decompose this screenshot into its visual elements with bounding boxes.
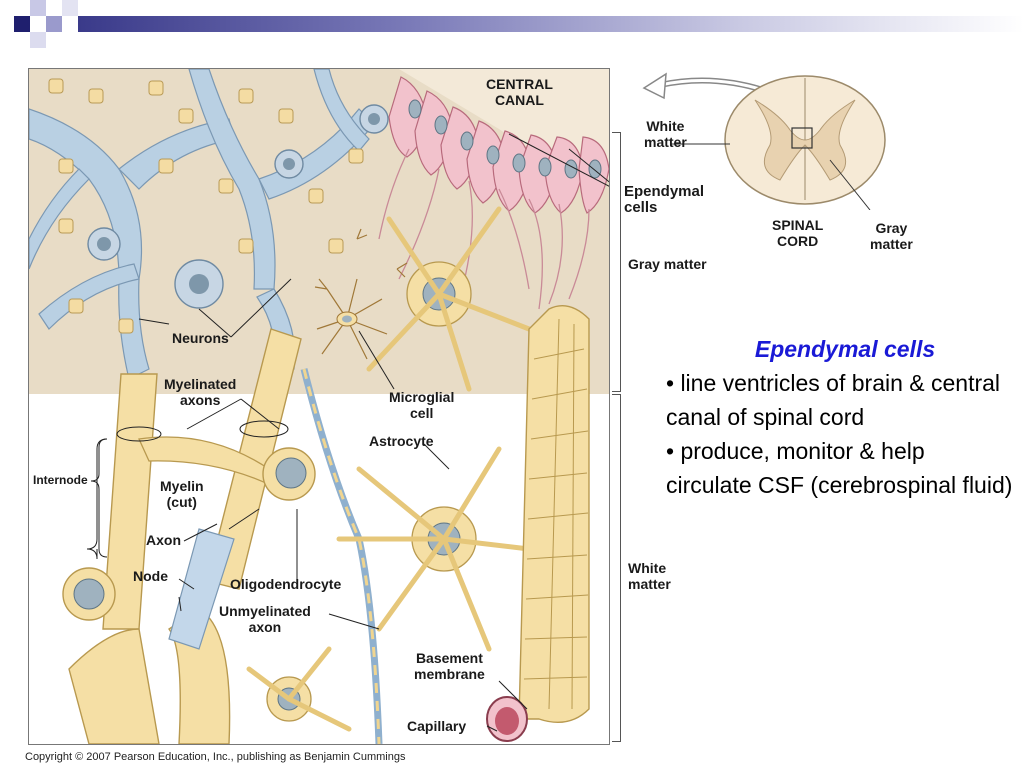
text-bullet: • produce, monitor & help circulate CSF … bbox=[666, 438, 1013, 498]
gray-matter-bracket bbox=[612, 132, 621, 392]
label-myelin-cut: Myelin(cut) bbox=[160, 478, 204, 510]
white-matter-bracket bbox=[612, 394, 621, 742]
header-square-dark bbox=[14, 16, 30, 32]
label-internode: Internode bbox=[33, 473, 88, 487]
neuroglia-illustration bbox=[28, 68, 610, 745]
label-axon: Axon bbox=[146, 532, 181, 548]
header-square-pale bbox=[30, 32, 46, 48]
label-astrocyte: Astrocyte bbox=[369, 433, 434, 449]
header-square-pale2 bbox=[62, 0, 78, 16]
label-oligodendrocyte: Oligodendrocyte bbox=[230, 576, 342, 592]
header-square-light bbox=[30, 0, 46, 16]
ependymal-text-panel: Ependymal cells • line ventricles of bra… bbox=[666, 332, 1016, 502]
label-node: Node bbox=[133, 568, 168, 584]
copyright-notice: Copyright © 2007 Pearson Education, Inc.… bbox=[25, 751, 406, 763]
label-gray-matter-side: Gray matter bbox=[628, 256, 707, 272]
label-capillary: Capillary bbox=[407, 718, 467, 734]
text-heading: Ependymal cells bbox=[754, 336, 936, 362]
spinal-cord-inset bbox=[642, 72, 886, 210]
header-bar bbox=[78, 16, 1024, 32]
text-bullet: • line ventricles of brain & central can… bbox=[666, 370, 1001, 430]
label-neurons: Neurons bbox=[172, 330, 229, 346]
header-square-mid bbox=[46, 16, 62, 32]
